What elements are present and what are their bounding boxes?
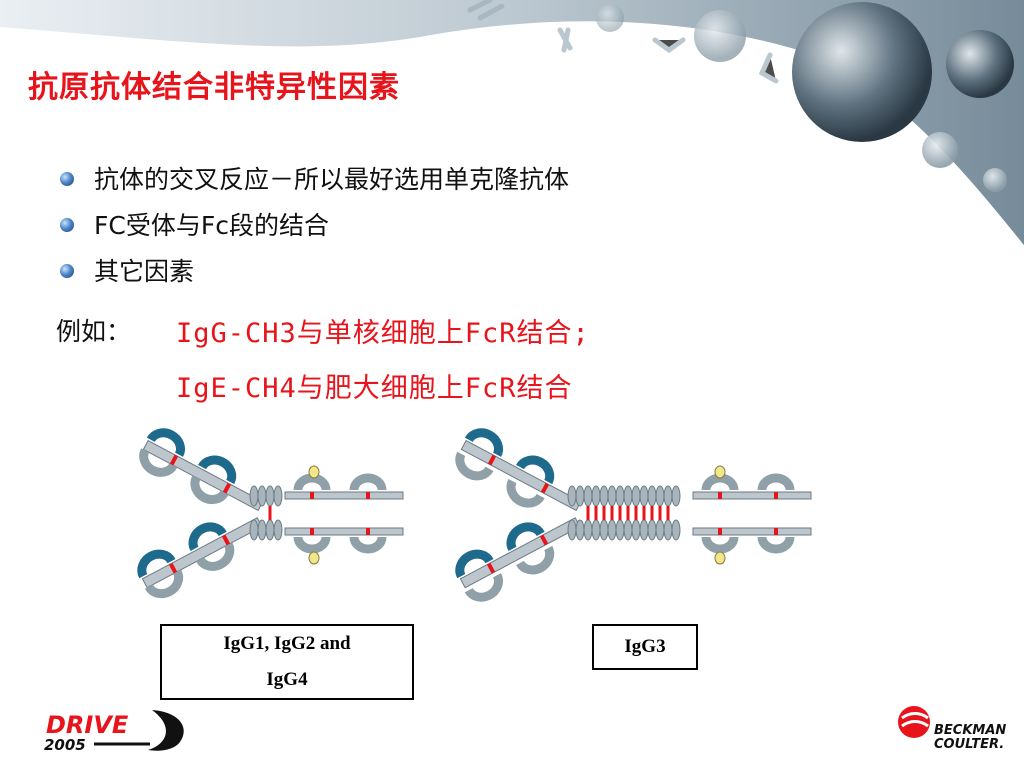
- bullet-text-suffix: 段的结合: [228, 211, 329, 240]
- hinge-bead: [655, 519, 665, 541]
- header-decoration: [0, 0, 1024, 252]
- hinge-bead: [631, 519, 641, 541]
- example-line-ige: IgE-CH4与肥大细胞上FcR结合: [176, 373, 573, 404]
- hinge-bead: [639, 485, 649, 507]
- example-label: 例如：: [56, 317, 132, 346]
- drive-logo-year: 2005: [44, 736, 86, 754]
- hinge-bead: [639, 519, 649, 541]
- caption-igg124-line2: IgG4: [266, 669, 308, 690]
- hinge-bead: [671, 485, 681, 507]
- hinge-bead: [583, 519, 593, 541]
- hinge-bead: [591, 519, 601, 541]
- hinge-bead: [575, 485, 585, 507]
- bullet-text-fc-receptor: FC: [94, 211, 126, 240]
- caption-igg3: IgG3: [592, 624, 698, 670]
- bullet-text: 其它因素: [94, 257, 195, 286]
- hinge-bead: [671, 519, 681, 541]
- hinge-bead: [663, 519, 673, 541]
- bullet-text: 抗体的交叉反应－所以最好选用单克隆抗体: [94, 165, 570, 194]
- hinge-bead: [647, 485, 657, 507]
- hinge-bead: [607, 519, 617, 541]
- bullet-text-middle: 受体与: [125, 211, 201, 240]
- hinge-bead: [623, 519, 633, 541]
- hinge-bead: [631, 485, 641, 507]
- hinge-bead: [583, 485, 593, 507]
- caption-igg124: IgG1, IgG2 and IgG4: [160, 624, 414, 700]
- beckman-logo-line1: BECKMAN: [934, 723, 1006, 738]
- hinge-bead: [599, 485, 609, 507]
- hinge-bead: [647, 519, 657, 541]
- hinge-bead: [599, 519, 609, 541]
- hinge-bead: [567, 519, 577, 541]
- caption-igg124-line1: IgG1, IgG2 and: [223, 633, 351, 654]
- drive-2005-logo: DRIVE 2005: [44, 710, 184, 754]
- slide-title: 抗原抗体结合非特异性因素: [28, 70, 400, 105]
- hinge-bead: [615, 519, 625, 541]
- drive-logo-text: DRIVE: [46, 711, 129, 739]
- bullet-icon: [60, 172, 74, 186]
- igg3-antibody-diagram: [455, 428, 812, 602]
- hinge-bead: [655, 485, 665, 507]
- bullet-icon: [60, 218, 74, 232]
- hinge-bead: [663, 485, 673, 507]
- example-line-igg: IgG-CH3与单核细胞上FcR结合;: [176, 318, 590, 349]
- igg124-antibody-diagram: [130, 420, 404, 610]
- beckman-coulter-logo: BECKMAN COULTER.: [898, 706, 1006, 752]
- hinge-bead: [607, 485, 617, 507]
- bullet-text: FC受体与Fc段的结合: [94, 206, 329, 246]
- hinge-bead: [591, 485, 601, 507]
- hinge-bead: [567, 485, 577, 507]
- bullet-icon: [60, 264, 74, 278]
- beckman-logo-line2: COULTER.: [934, 737, 1004, 752]
- hinge-bead: [615, 485, 625, 507]
- bullet-text-fc-fragment: Fc: [200, 211, 229, 240]
- hinge-bead: [623, 485, 633, 507]
- hinge-bead: [575, 519, 585, 541]
